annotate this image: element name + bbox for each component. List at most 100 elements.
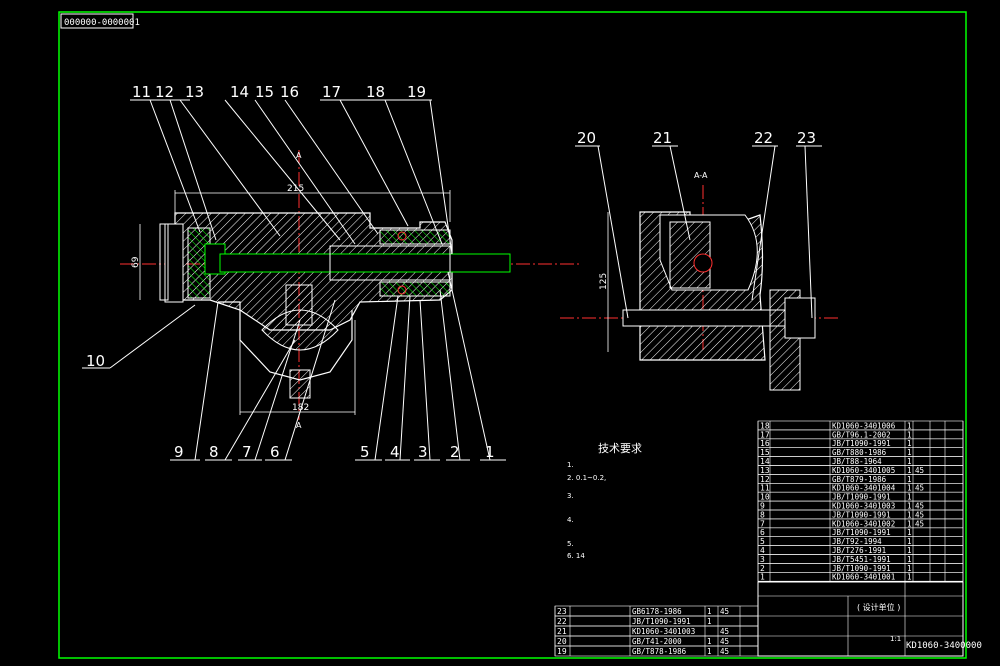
note-4: 4. — [567, 516, 574, 524]
note-3: 3. — [567, 492, 574, 500]
part-no: 14 — [760, 457, 770, 466]
balloon-3: 3 — [418, 443, 428, 461]
part-qty: 1 — [907, 502, 912, 511]
part-code: KD1060-3401001 — [832, 573, 895, 582]
part-no: 23 — [557, 607, 567, 616]
main-assembly-view: 215 69 182 A A — [120, 150, 580, 430]
drawing-number: KD1060-3400000 — [906, 641, 982, 651]
part-qty: 1 — [907, 564, 912, 573]
part-code: KD1060-3401004 — [832, 484, 896, 493]
part-qty: 1 — [907, 537, 912, 546]
part-qty: 1 — [707, 617, 712, 626]
part-no: 13 — [760, 466, 770, 475]
part-no: 7 — [760, 519, 765, 528]
part-code: KD1060-3401003 — [632, 627, 695, 636]
balloon-19: 19 — [407, 83, 426, 101]
title-small: ( 设计单位 ) — [857, 602, 900, 612]
scale-label: 1:1 — [890, 635, 901, 643]
part-code: KD1060-3401003 — [832, 502, 895, 511]
balloon-12: 12 — [155, 83, 174, 101]
part-code: JB/T1090-1991 — [832, 493, 891, 502]
dim-height-label: 69 — [131, 256, 141, 268]
part-material: 45 — [720, 637, 729, 646]
part-code: JB/T88-1964 — [832, 457, 882, 466]
part-code: JB/T5451-1991 — [832, 555, 891, 564]
section-view-label: A-A — [694, 171, 708, 180]
note-1: 1. — [567, 461, 574, 469]
balloon-15: 15 — [255, 83, 274, 101]
part-code: GB/T880-1986 — [832, 448, 887, 457]
part-no: 6 — [760, 528, 765, 537]
notes-title: 技术要求 — [598, 442, 642, 455]
dim-width-label: 215 — [287, 184, 304, 194]
balloon-22: 22 — [754, 129, 773, 147]
technical-notes: 技术要求 1. 2. 0.1~0.2, 3. 4. 5. 6. 14 — [567, 442, 642, 560]
leader-lines-right — [575, 145, 822, 319]
part-qty: 1 — [907, 457, 912, 466]
part-qty: 1 — [907, 573, 912, 582]
part-no: 21 — [557, 627, 567, 636]
balloon-23: 23 — [797, 129, 816, 147]
part-material: 45 — [915, 484, 924, 493]
part-qty: 1 — [907, 555, 912, 564]
part-no: 3 — [760, 555, 765, 564]
balloon-8: 8 — [209, 443, 219, 461]
balloons-bottom: 9 8 7 6 5 4 3 2 1 10 — [86, 352, 495, 461]
part-qty: 1 — [907, 528, 912, 537]
part-material: 45 — [915, 519, 924, 528]
part-code: KD1060-3401002 — [832, 519, 895, 528]
part-code: GB/T96.1-2002 — [832, 430, 891, 439]
balloon-10: 10 — [86, 352, 105, 370]
part-no: 2 — [760, 564, 765, 573]
note-5: 5. — [567, 540, 574, 548]
part-code: KD1060-3401006 — [832, 421, 896, 430]
part-no: 5 — [760, 537, 765, 546]
part-material: 45 — [915, 466, 924, 475]
balloon-5: 5 — [360, 443, 370, 461]
top-code: 000000-0000001 — [64, 18, 140, 28]
balloon-11: 11 — [132, 83, 151, 101]
part-no: 8 — [760, 510, 765, 519]
title-block: ( 设计单位 ) 1:1 KD1060-3400000 — [757, 581, 982, 657]
part-no: 16 — [760, 439, 770, 448]
note-2: 2. 0.1~0.2, — [567, 474, 606, 482]
part-code: JB/T276-1991 — [832, 546, 886, 555]
section-mark-bottom: A — [296, 421, 302, 430]
dim-125-label: 125 — [599, 273, 609, 290]
balloon-6: 6 — [270, 443, 280, 461]
part-no: 10 — [760, 493, 770, 502]
part-code: JB/T1090-1991 — [832, 564, 891, 573]
part-code: GB/T41-2000 — [632, 637, 682, 646]
balloon-21: 21 — [653, 129, 672, 147]
balloon-9: 9 — [174, 443, 184, 461]
part-material: 45 — [720, 647, 729, 656]
note-6: 6. 14 — [567, 552, 585, 560]
section-aa-view: A-A 125 — [560, 171, 840, 391]
balloon-16: 16 — [280, 83, 299, 101]
part-code: JB/T1090-1991 — [832, 439, 891, 448]
balloon-18: 18 — [366, 83, 385, 101]
balloons-top: 11 12 13 14 15 16 17 18 19 — [132, 83, 426, 101]
balloon-14: 14 — [230, 83, 249, 101]
part-code: JB/T1090-1991 — [832, 510, 891, 519]
part-no: 15 — [760, 448, 770, 457]
balloon-13: 13 — [185, 83, 204, 101]
dim-bottom-label: 182 — [292, 403, 309, 413]
part-qty: 1 — [907, 493, 912, 502]
balloon-20: 20 — [577, 129, 596, 147]
part-code: JB/T92-1994 — [832, 537, 882, 546]
part-no: 11 — [760, 484, 770, 493]
part-qty: 1 — [907, 519, 912, 528]
part-code: JB/T1090-1991 — [832, 528, 891, 537]
part-qty: 1 — [907, 546, 912, 555]
section-mark-top: A — [296, 151, 302, 160]
part-qty: 1 — [707, 647, 712, 656]
part-qty: 1 — [907, 475, 912, 484]
part-material: 45 — [720, 607, 729, 616]
code-box — [60, 13, 134, 29]
part-qty: 1 — [707, 637, 712, 646]
